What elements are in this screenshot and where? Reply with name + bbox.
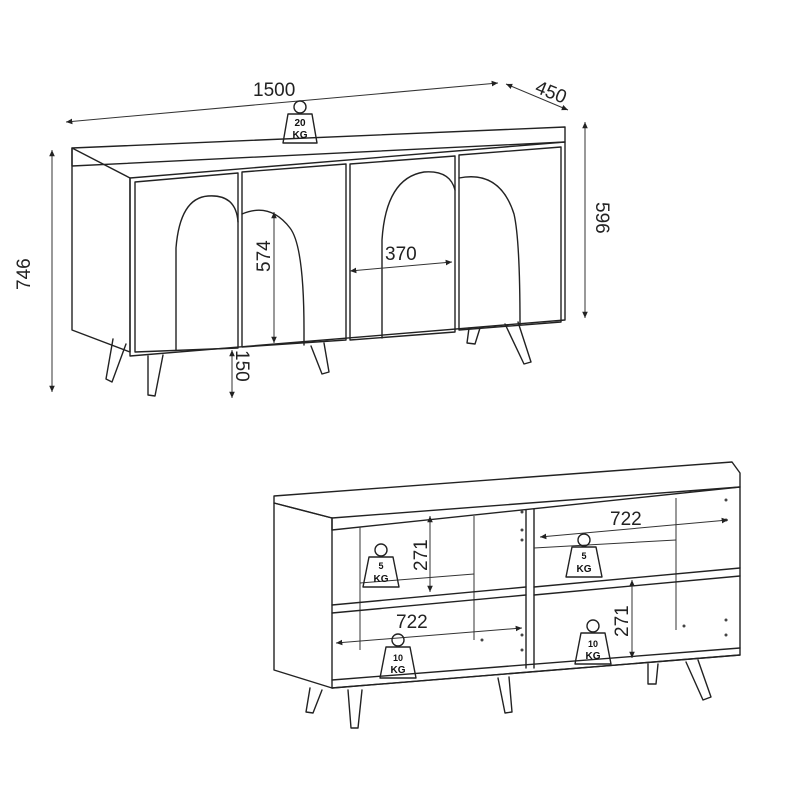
weight-upper-right-unit: KG xyxy=(577,564,592,575)
open-leg-back-right xyxy=(647,663,659,685)
open-cabinet-top xyxy=(273,461,741,519)
open-cabinet-left-side xyxy=(273,502,333,689)
dim-total-height: 746 xyxy=(14,150,55,392)
door-3 xyxy=(349,155,456,341)
dim-shelf-height-right-label: 271 xyxy=(612,605,633,637)
shelf-back-edges xyxy=(359,539,677,584)
dim-depth-label: 450 xyxy=(532,77,569,108)
leg-front-left xyxy=(147,354,164,397)
top-weight-number: 20 xyxy=(294,118,306,129)
dim-shelf-height-left-label: 271 xyxy=(411,539,432,571)
arch-left-a xyxy=(175,195,239,351)
center-divider xyxy=(525,508,535,669)
dim-shelf-width-top-label: 722 xyxy=(610,509,642,530)
door-4 xyxy=(458,146,562,331)
weight-icon: 5 KG xyxy=(565,533,603,578)
dim-shelf-width-bottom: 722 xyxy=(335,612,523,646)
dim-depth: 450 xyxy=(505,77,569,111)
weight-icon: 10 KG xyxy=(379,633,417,679)
dim-arch-width: 370 xyxy=(349,244,453,274)
dim-arch-height-label: 574 xyxy=(254,240,275,272)
arch-right-a xyxy=(381,171,456,339)
dim-leg-height: 150 xyxy=(229,350,252,398)
door-2 xyxy=(241,163,347,348)
dim-total-height-label: 746 xyxy=(14,258,35,290)
closed-sideboard xyxy=(71,126,566,397)
dim-shelf-width-top: 722 xyxy=(539,509,729,540)
dim-shelf-height-right: 271 xyxy=(612,580,635,658)
weight-icon: 20 KG xyxy=(282,100,318,144)
cabinet-left-side xyxy=(71,147,131,353)
weight-upper-left-unit: KG xyxy=(374,574,389,585)
weight-icon: 5 KG xyxy=(362,543,400,588)
leg-back-right xyxy=(466,327,481,345)
open-sideboard xyxy=(273,461,741,729)
dim-body-height-label: 596 xyxy=(591,202,612,234)
weight-upper-right-number: 5 xyxy=(581,551,586,561)
weight-lower-left-unit: KG xyxy=(391,665,406,676)
dim-shelf-width-bottom-label: 722 xyxy=(396,612,428,633)
dim-arch-width-label: 370 xyxy=(385,244,417,265)
weight-icon: 10 KG xyxy=(574,619,612,665)
open-leg-front-right xyxy=(685,659,712,701)
leg-front-right xyxy=(504,321,532,365)
dim-body-height: 596 xyxy=(582,122,612,318)
shelf-right xyxy=(533,567,741,596)
open-cabinet-bottom xyxy=(331,647,741,689)
leg-front-mid xyxy=(310,342,330,375)
open-leg-front-mid xyxy=(497,676,513,714)
dim-width-label: 1500 xyxy=(253,80,295,101)
dim-width: 1500 xyxy=(65,80,499,125)
arch-left-b xyxy=(241,209,305,346)
leg-back-left xyxy=(105,338,127,383)
top-weight-unit: KG xyxy=(293,130,308,141)
cabinet-top-surface xyxy=(71,126,566,167)
weight-lower-right-unit: KG xyxy=(586,651,601,662)
dim-leg-height-label: 150 xyxy=(231,350,252,382)
dim-arch-height: 574 xyxy=(254,212,277,343)
door-1 xyxy=(134,172,239,353)
arch-right-b xyxy=(458,176,521,325)
open-leg-back-left xyxy=(305,687,323,714)
weight-lower-left-number: 10 xyxy=(393,653,403,663)
cabinet-front xyxy=(129,141,566,357)
shelf-left xyxy=(331,586,527,614)
open-leg-front-left xyxy=(347,689,363,729)
weight-lower-right-number: 10 xyxy=(588,639,598,649)
dim-shelf-height-left: 271 xyxy=(411,516,433,592)
weight-upper-left-number: 5 xyxy=(378,561,383,571)
